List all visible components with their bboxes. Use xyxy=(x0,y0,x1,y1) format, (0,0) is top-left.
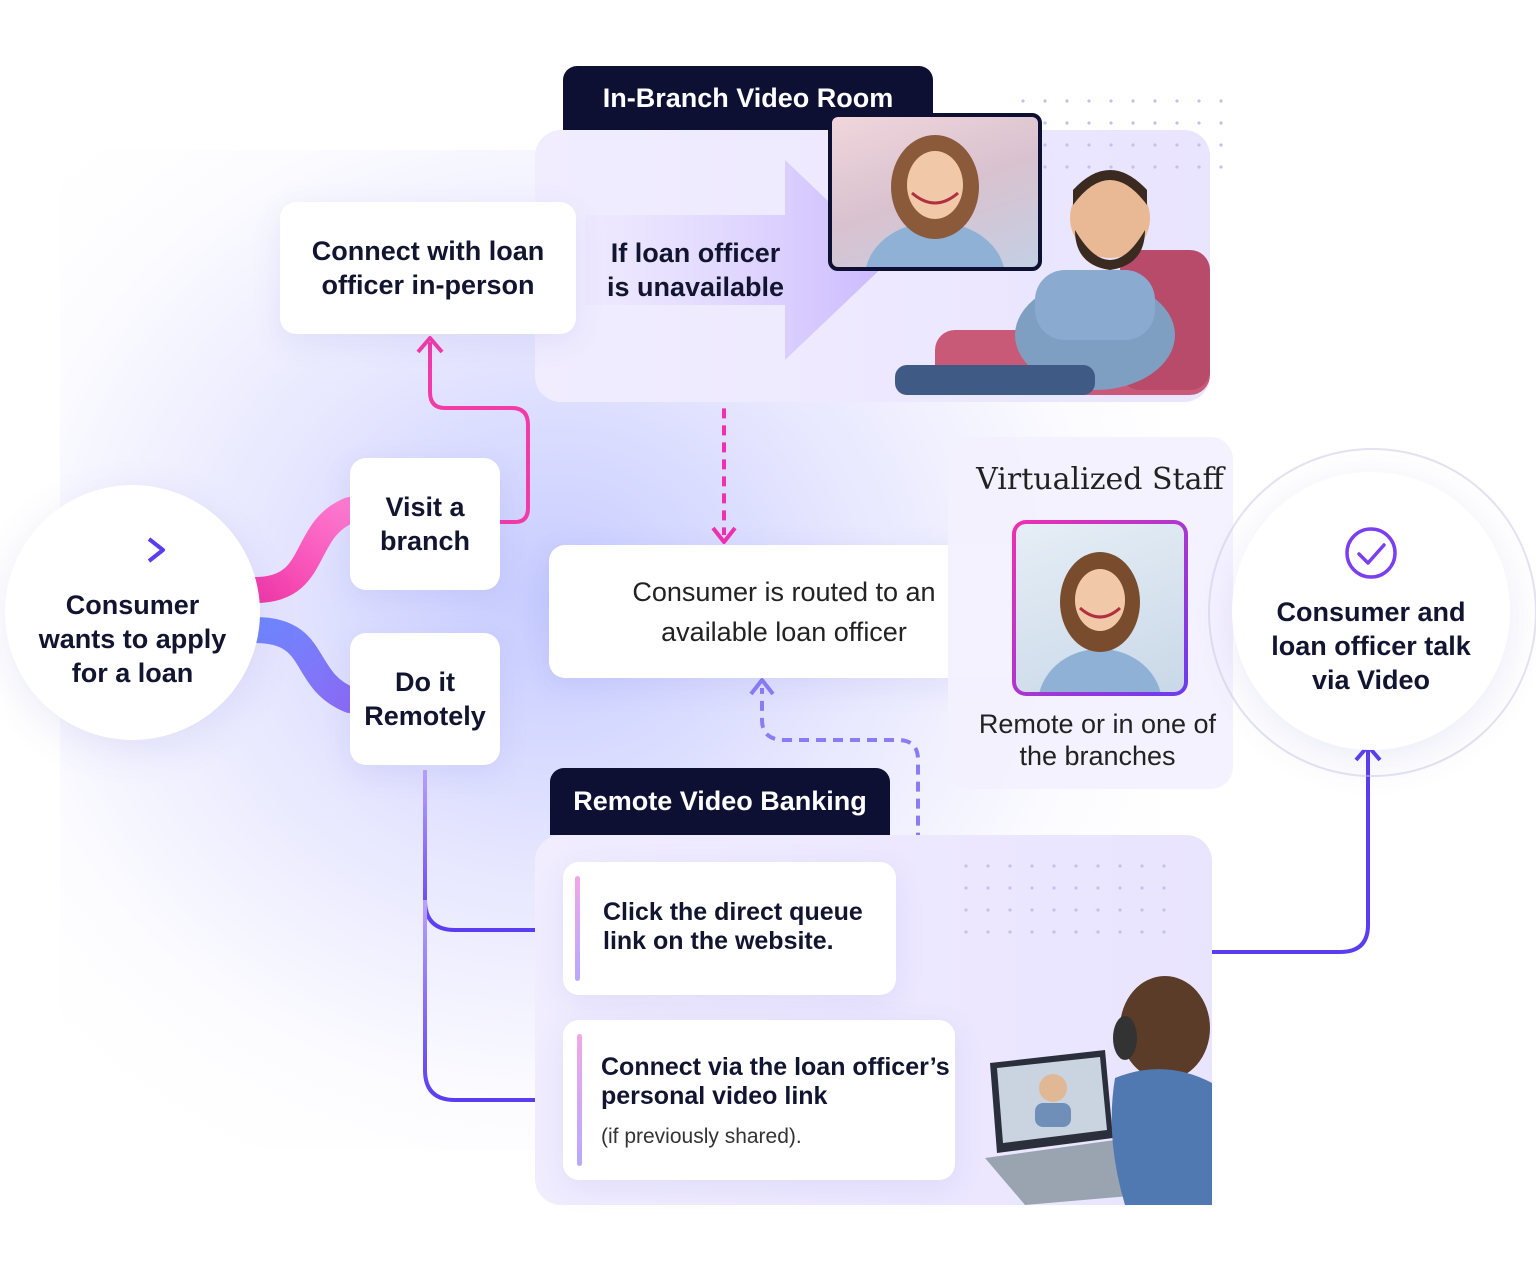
check-circle-icon xyxy=(1345,527,1397,579)
routing-label: Consumer is routed to an available loan … xyxy=(632,576,936,647)
connect-in-person-card: Connect with loan officer in-person xyxy=(280,202,576,334)
video-call-frame xyxy=(828,113,1042,271)
loan-officer-avatar-icon xyxy=(866,135,1004,267)
dot-grid-top xyxy=(1012,90,1232,180)
personal-link-label: Connect via the loan officer’s personal … xyxy=(601,1053,950,1110)
dashed-queue-to-routing xyxy=(760,688,920,932)
virtual-officer-avatar-icon xyxy=(1039,552,1161,692)
queue-link-label: Click the direct queue link on the websi… xyxy=(603,898,863,955)
line-to-in-person xyxy=(428,342,530,524)
customer-in-branch-illustration xyxy=(895,170,1210,395)
end-label: Consumer and loan officer talk via Video xyxy=(1271,597,1471,695)
ribbon-to-remote xyxy=(242,617,363,713)
line-to-end xyxy=(1210,750,1370,954)
personal-link-note: (if previously shared). xyxy=(601,1125,802,1148)
personal-link-card: Connect via the loan officer’s personal … xyxy=(563,1020,955,1180)
dot-grid-bottom xyxy=(955,855,1180,945)
queue-link-card: Click the direct queue link on the websi… xyxy=(563,862,896,995)
line-to-personal-link xyxy=(423,900,555,1102)
arrow-right-icon xyxy=(100,536,165,563)
remote-banking-header: Remote Video Banking xyxy=(550,768,890,835)
remote-user-laptop-illustration xyxy=(985,976,1212,1205)
start-label: Consumer wants to apply for a loan xyxy=(38,589,227,688)
end-node: Consumer and loan officer talk via Video xyxy=(1232,472,1510,750)
visit-branch-label: Visit a branch xyxy=(379,492,471,556)
virtual-staff-title: Virtualized Staff xyxy=(976,462,1224,497)
queue-link-accent-bar xyxy=(575,876,580,981)
visit-branch-card: Visit a branch xyxy=(350,458,500,590)
ribbon-to-visit-branch xyxy=(242,497,363,603)
remote-card: Do it Remotely xyxy=(350,633,500,765)
remote-label: Do it Remotely xyxy=(364,667,486,731)
personal-link-accent-bar xyxy=(577,1034,582,1166)
in-branch-header-text: In-Branch Video Room xyxy=(602,82,894,113)
virtual-staff-caption: Remote or in one of the branches xyxy=(978,709,1217,771)
big-arrow-shape xyxy=(585,160,890,360)
in-branch-header: In-Branch Video Room xyxy=(563,66,933,130)
start-node: Consumer wants to apply for a loan xyxy=(5,485,260,740)
unavailable-label: If loan officer is unavailable xyxy=(606,237,785,302)
routing-card: Consumer is routed to an available loan … xyxy=(549,545,1019,678)
remote-banking-header-text: Remote Video Banking xyxy=(573,786,867,816)
connect-in-person-label: Connect with loan officer in-person xyxy=(311,236,545,300)
virtual-staff-photo xyxy=(1012,520,1188,696)
